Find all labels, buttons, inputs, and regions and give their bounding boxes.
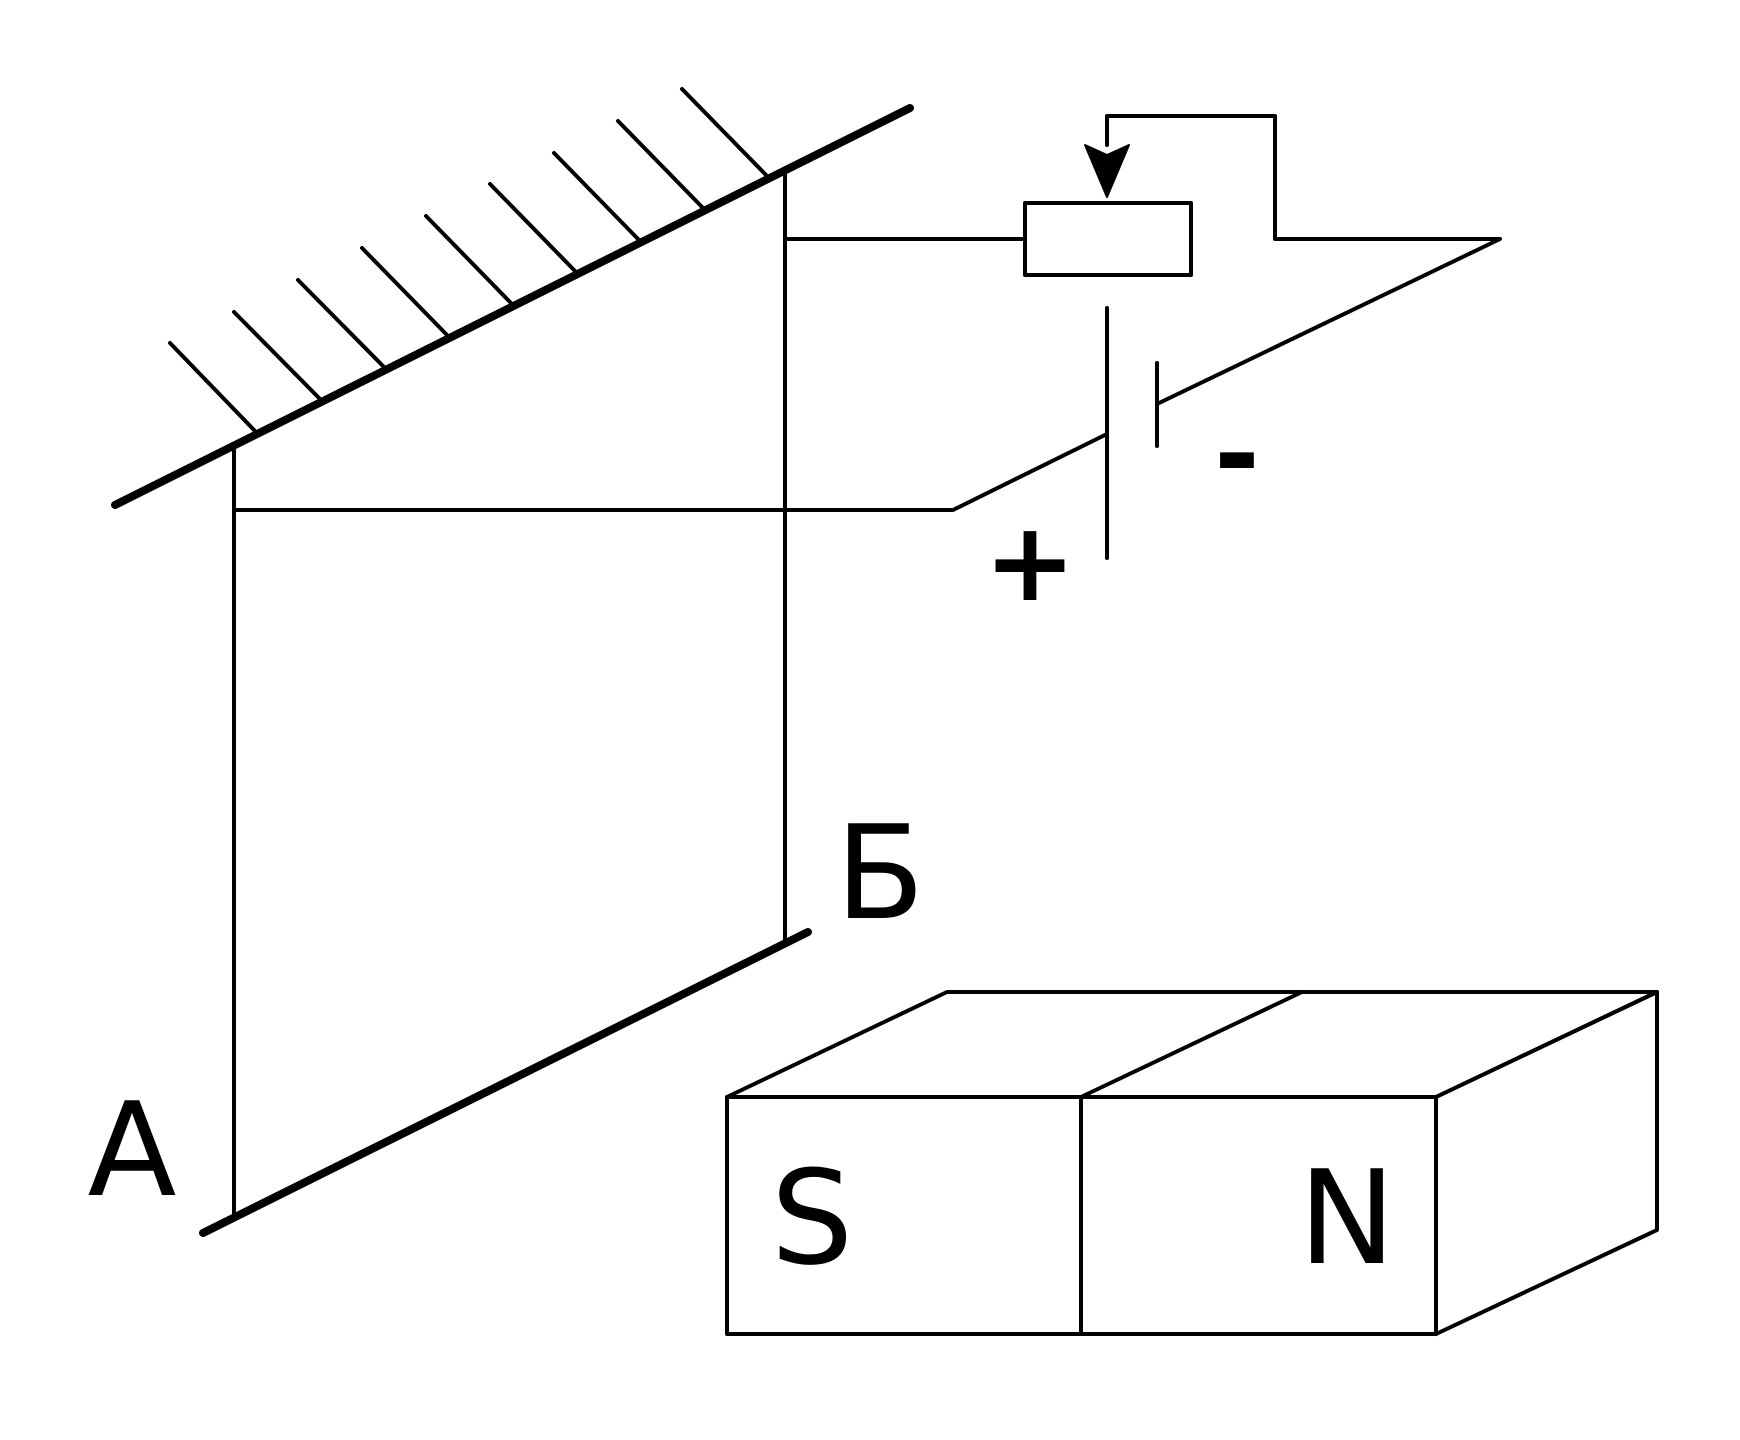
battery-plus-label: +	[984, 498, 1076, 626]
magnet-top-divider	[1079, 990, 1304, 1099]
wire-slider-to-battery-minus	[1105, 114, 1502, 406]
ceiling-support	[111, 87, 914, 509]
rheostat-body	[1023, 201, 1193, 277]
point-a-label: А	[88, 1074, 177, 1226]
rheostat-slider-arrow	[1084, 144, 1130, 198]
point-b-label: Б	[835, 797, 924, 949]
magnet-north-label: N	[1298, 1142, 1395, 1294]
wire-to-battery-plus	[232, 432, 1109, 512]
ceiling-line	[111, 104, 914, 509]
rheostat	[1023, 144, 1193, 277]
battery: + -	[984, 306, 1260, 626]
battery-minus-label: -	[1214, 390, 1260, 518]
ceiling-hatching	[168, 87, 769, 433]
magnet-side-face	[1434, 990, 1659, 1336]
permanent-magnet	[725, 990, 1659, 1336]
conductor-rod-ab	[199, 928, 812, 1237]
magnet-south-label: S	[771, 1142, 854, 1294]
